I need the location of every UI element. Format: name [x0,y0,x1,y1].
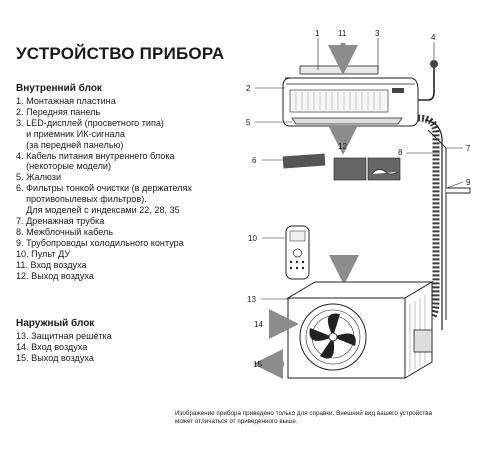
indoor-unit [282,65,419,127]
leader-lines [255,38,464,300]
disclaimer-note: Изображение прибора приведено только для… [175,410,495,426]
air-intake-grille [289,89,389,113]
indoor-unit-heading: Внутренний блок [16,83,102,94]
callout-14: 14 [254,320,263,329]
outdoor-parts-list: 13. Защитная решётка 14. Вход воздуха 15… [16,331,112,364]
callout-3: 3 [375,29,380,38]
led-display [392,88,404,93]
outdoor-unit-heading: Наружный блок [16,318,95,329]
power-plug [430,60,438,68]
fine-filter [282,153,326,169]
list-item: 5. Жалюзи [16,172,62,183]
fan-blades [309,313,356,359]
callout-12: 12 [338,142,347,151]
callout-2: 2 [246,84,251,93]
list-item: 2. Передняя панель [16,106,101,117]
list-item: 13. Защитная решётка [16,331,112,341]
power-cable [418,68,435,101]
list-item: Для моделей с индексами 22, 28, 35 [16,205,180,216]
list-item: (некоторые модели) [16,161,112,172]
list-item: 3. LED-дисплей (просветного типа) [16,117,164,128]
list-item: 15. Выход воздуха [16,352,94,363]
callout-15: 15 [253,360,262,369]
list-item: 14. Вход воздуха [16,341,88,352]
callout-13: 13 [247,295,256,304]
dust-filters [333,157,401,181]
indoor-parts-list: 1. Монтажная пластина 2. Передняя панель… [16,96,192,281]
callout-5: 5 [246,118,251,127]
list-item: 1. Монтажная пластина [16,96,116,106]
callout-8: 8 [398,148,403,157]
list-item: 7. Дренажная трубка [16,215,105,226]
callout-6: 6 [252,156,257,165]
list-item: 10. Пульт ДУ [16,248,71,259]
list-item: 11. Вход воздуха [16,259,87,270]
list-item: 4. Кабель питания внутреннего блока [16,150,175,161]
callout-7: 7 [466,144,471,153]
list-item: 8. Межблочный кабель [16,226,114,237]
list-item: (за передней панелью) [16,139,124,150]
remote-control [285,225,310,280]
callout-10: 10 [248,234,257,243]
callout-9: 9 [466,178,471,187]
note-line: может отличаться от приведенного выше. [175,418,298,425]
list-item: и приемник ИК-сигнала [16,128,125,139]
mounting-plate [299,65,379,75]
page-title: УСТРОЙСТВО ПРИБОРА [16,44,225,63]
callout-numbers: 1 11 3 4 2 5 12 6 8 7 9 10 13 14 15 [246,29,471,369]
callout-11: 11 [338,29,347,38]
list-item: 6. Фильтры тонкой очистки (в держателях [16,183,192,194]
callout-4: 4 [431,33,436,42]
list-item: 9. Трубопроводы холодильного контура [16,237,184,248]
callout-1: 1 [315,29,320,38]
list-item: противопылевых фильтров). [16,194,147,205]
outdoor-unit [286,281,434,379]
note-line: Изображение прибора приведено только для… [175,410,433,417]
louver [291,117,403,125]
list-item: 12. Выход воздуха [16,270,94,281]
hand-illustration [371,169,399,175]
pipe-bend [446,187,471,194]
valve-cover [413,329,433,353]
